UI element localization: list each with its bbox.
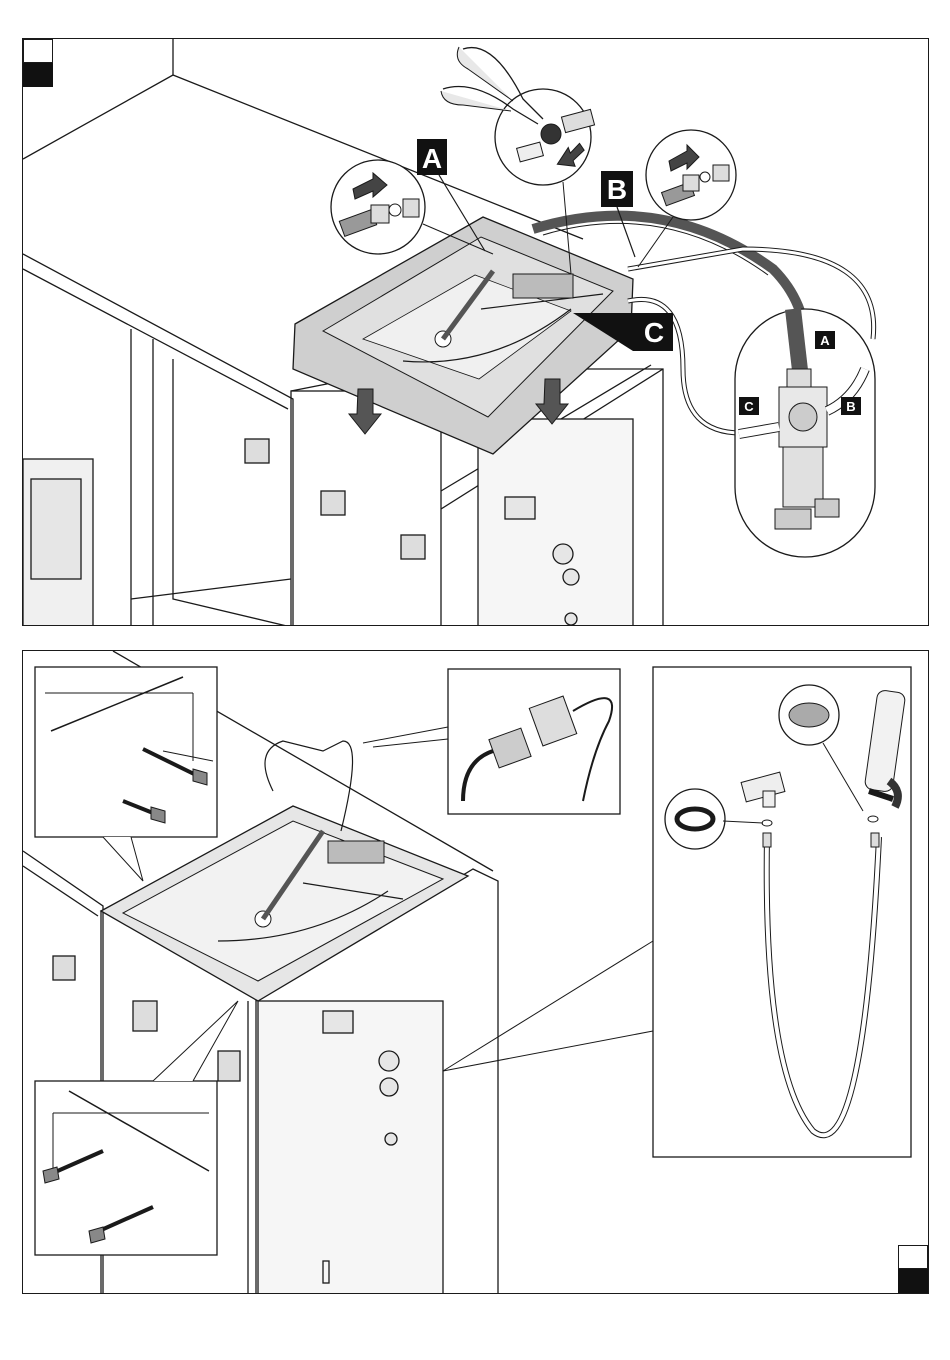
washer-icon (665, 789, 725, 849)
top-illustration: A B C A (23, 39, 929, 626)
valve-detail-icon (638, 130, 736, 267)
callout-b-large-text: B (607, 174, 627, 205)
bottom-illustration (23, 651, 929, 1294)
vent-grille-6 (218, 1051, 240, 1081)
screw-detail-icon (35, 667, 217, 881)
callout-a-large-text: A (422, 143, 442, 174)
valve-assembly-detail: A B C (735, 309, 875, 557)
step-indicator-bottom-box (23, 63, 53, 87)
vent-grille-5 (133, 1001, 157, 1031)
callout-b-small-text: B (846, 399, 855, 414)
callout-c-large-text: C (644, 317, 664, 348)
step-indicator-top-box-bottom (898, 1245, 928, 1269)
top-illustration-panel: A B C A (22, 38, 929, 626)
step-indicator-bottom-box-bottom (898, 1269, 928, 1293)
vent-grille-2 (321, 491, 345, 515)
bottom-illustration-panel (22, 650, 929, 1294)
vent-grille-4 (53, 956, 75, 980)
callout-a-small-text: A (820, 333, 830, 348)
step-indicator-top-box (23, 39, 53, 63)
vent-grille-1 (245, 439, 269, 463)
plug-connector-icon (363, 669, 620, 814)
screw-detail-icon-lower (35, 1001, 238, 1255)
vent-grille-3 (401, 535, 425, 559)
callout-a-large: A (417, 139, 485, 251)
callout-c-small-text: C (744, 399, 754, 414)
